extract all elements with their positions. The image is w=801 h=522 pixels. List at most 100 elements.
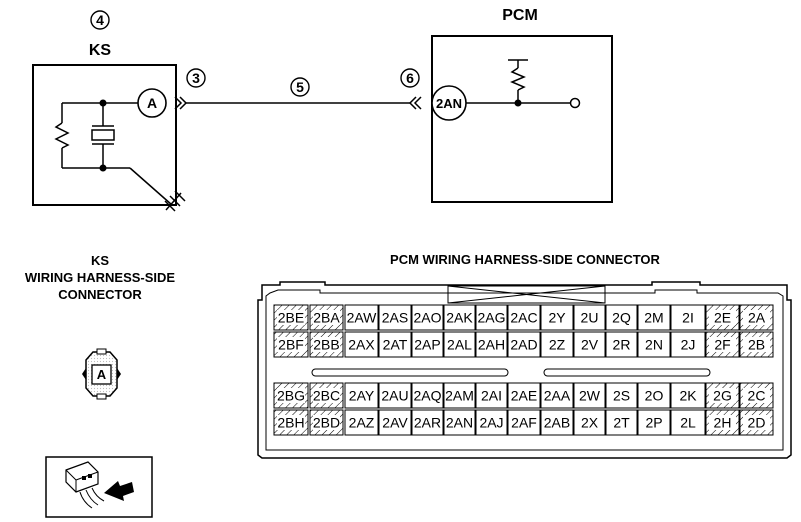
pin-label: 2AU xyxy=(381,388,408,404)
pin-label: 2AB xyxy=(544,415,570,431)
pin-label: 2J xyxy=(681,337,696,353)
pin-label: 2BH xyxy=(277,415,304,431)
pin-label: 2S xyxy=(613,388,630,404)
pin-label: 2X xyxy=(581,415,599,431)
pin-cavity xyxy=(378,409,412,436)
pin-label: 2AE xyxy=(511,388,537,404)
ks-connector-pin-a: A xyxy=(97,367,107,382)
pin-label-background xyxy=(277,337,305,352)
pin-label: 2I xyxy=(682,310,694,326)
pcm-connector-housing xyxy=(257,281,792,459)
pin-cavity xyxy=(475,304,508,331)
pcm-module: PCM 6 2AN xyxy=(400,7,613,203)
pin-label: 2BE xyxy=(278,310,304,326)
pin-cavity xyxy=(540,304,574,331)
pin-label: 2V xyxy=(581,337,599,353)
ks-terminal-callout-circle xyxy=(186,68,206,88)
pin-label: 2AM xyxy=(445,388,474,404)
ground-icon xyxy=(164,190,186,212)
pin-label-background xyxy=(709,337,736,352)
pin-cavity xyxy=(378,331,412,358)
ks-terminal-circle xyxy=(137,88,167,118)
pin-label-background xyxy=(709,310,736,325)
pin-cavity xyxy=(411,382,444,409)
pin-cavity xyxy=(507,382,541,409)
pin-label-background xyxy=(743,388,770,403)
pin-cavity xyxy=(475,331,508,358)
pin-cavity xyxy=(443,331,476,358)
pin-label: 2W xyxy=(579,388,601,404)
pin-label: 2AL xyxy=(447,337,472,353)
pin-cavity xyxy=(344,382,379,409)
pin-cavity xyxy=(475,409,508,436)
pin-cavity xyxy=(344,304,379,331)
ks-terminal-callout: 3 xyxy=(192,70,200,86)
pin-cavity xyxy=(443,409,476,436)
pin-cavity xyxy=(378,382,412,409)
pin-label: 2AP xyxy=(414,337,440,353)
pin-label-background xyxy=(277,310,305,325)
pin-cavity xyxy=(670,409,706,436)
pin-cavity xyxy=(605,382,638,409)
wire-callout-circle xyxy=(290,77,310,97)
pin-label: 2AF xyxy=(511,415,537,431)
pin-cavity xyxy=(378,304,412,331)
pin-label: 2AT xyxy=(383,337,408,353)
pin-cavity xyxy=(605,409,638,436)
pin-label-background xyxy=(709,415,736,430)
pin-label-background xyxy=(313,388,340,403)
pin-label: 2AY xyxy=(349,388,375,404)
pin-cavity xyxy=(540,331,574,358)
pin-label: 2G xyxy=(713,388,732,404)
pin-cavity xyxy=(443,304,476,331)
pin-label: 2T xyxy=(613,415,630,431)
pin-label: 2AG xyxy=(477,310,505,326)
pin-label: 2O xyxy=(645,388,664,404)
pcm-connector-rib-right xyxy=(543,368,711,377)
pin-cavity xyxy=(637,331,671,358)
pin-cavity xyxy=(637,382,671,409)
pin-cavity xyxy=(637,304,671,331)
pin-label: 2BB xyxy=(313,337,339,353)
pcm-connector-chevron-icon xyxy=(408,96,422,110)
pin-cavity xyxy=(670,382,706,409)
pin-label: 2AA xyxy=(544,388,571,404)
pin-label: 2D xyxy=(748,415,766,431)
pcm-output-terminal-icon xyxy=(569,97,581,109)
pin-cavity xyxy=(605,304,638,331)
pin-cavity xyxy=(411,304,444,331)
pin-label: 2AH xyxy=(478,337,505,353)
pin-label: 2BA xyxy=(313,310,340,326)
pin-label: 2AO xyxy=(413,310,441,326)
pin-cavity xyxy=(411,331,444,358)
pin-cavity xyxy=(670,331,706,358)
pin-label: 2BD xyxy=(313,415,340,431)
pcm-connector-inner-housing xyxy=(265,289,784,451)
ks-harness-connector: KS WIRING HARNESS-SIDE CONNECTOR A xyxy=(25,253,175,518)
ks-sensor: 4 KS A xyxy=(32,10,206,212)
pin-label-background xyxy=(313,415,340,430)
pin-cavity xyxy=(475,382,508,409)
pin-label: 2E xyxy=(714,310,731,326)
pin-label-background xyxy=(277,415,305,430)
pcm-terminal-callout-circle xyxy=(400,68,420,88)
ks-connector-title-line-3: CONNECTOR xyxy=(58,287,142,302)
pin-cavity xyxy=(443,382,476,409)
pin-cavity xyxy=(670,304,706,331)
pin-label-background xyxy=(743,310,770,325)
pin-label-background xyxy=(277,388,305,403)
pin-label: 2AR xyxy=(414,415,441,431)
ks-connector-view-icon xyxy=(45,456,153,518)
pin-label: 2AX xyxy=(348,337,375,353)
pin-cavity xyxy=(507,331,541,358)
pcm-terminal-label: 2AN xyxy=(436,96,462,111)
pin-label: 2AD xyxy=(510,337,537,353)
pin-label: 2K xyxy=(679,388,697,404)
ks-callout: 4 xyxy=(96,12,104,28)
pin-label: 2H xyxy=(714,415,732,431)
pin-label: 2AQ xyxy=(413,388,441,404)
pin-label: 2AW xyxy=(347,310,378,326)
pin-label-background xyxy=(743,415,770,430)
ks-box xyxy=(32,64,177,206)
pcm-connector-lock-tab xyxy=(447,285,606,304)
